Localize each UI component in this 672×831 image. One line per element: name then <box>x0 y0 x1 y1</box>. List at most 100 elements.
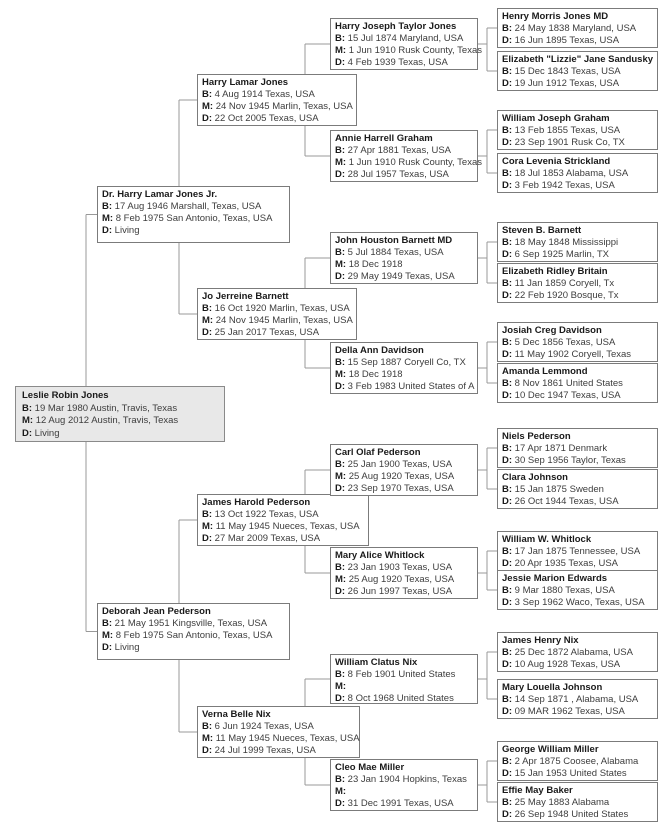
person-box-harry-jr[interactable]: Dr. Harry Lamar Jones Jr.B: 17 Aug 1946 … <box>97 186 290 243</box>
detail-value: 4 Aug 1914 Texas, USA <box>214 89 315 100</box>
detail-label: D: <box>502 290 513 301</box>
detail-value: 24 Nov 1945 Marlin, Texas, USA <box>215 315 353 326</box>
detail-value: 15 Dec 1843 Texas, USA <box>514 66 621 77</box>
detail-value: 23 Jan 1904 Hopkins, Texas <box>347 774 467 785</box>
detail-value: 27 Mar 2009 Texas, USA <box>214 533 321 544</box>
detail-label: B: <box>502 278 513 289</box>
detail-value: 2 Apr 1875 Coosee, Alabama <box>514 756 639 767</box>
person-detail-row: M: 25 Aug 1920 Texas, USA <box>335 574 473 586</box>
detail-label: B: <box>202 303 213 314</box>
person-detail-row: M: 8 Feb 1975 San Antonio, Texas, USA <box>102 630 285 642</box>
detail-value: 12 Aug 2012 Austin, Travis, Texas <box>35 415 179 426</box>
person-detail-row: D: 28 Jul 1957 Texas, USA <box>335 169 473 181</box>
person-detail-row: M: <box>335 786 473 798</box>
detail-label: D: <box>502 558 513 569</box>
person-name: Harry Lamar Jones <box>202 77 289 88</box>
detail-value: 6 Sep 1925 Marlin, TX <box>514 249 610 260</box>
person-name: Verna Belle Nix <box>202 709 271 720</box>
person-name: Della Ann Davidson <box>335 345 424 356</box>
person-name: James Henry Nix <box>502 635 579 646</box>
person-name: Cleo Mae Miller <box>335 762 405 773</box>
detail-value: 15 Jan 1875 Sweden <box>514 484 604 495</box>
detail-value: 30 Sep 1956 Taylor, Texas <box>514 455 626 466</box>
person-detail-row: D: 24 Jul 1999 Texas, USA <box>202 745 355 757</box>
person-detail-row: B: 6 Jun 1924 Texas, USA <box>202 721 355 733</box>
detail-label: M: <box>335 369 347 380</box>
detail-label: B: <box>102 201 113 212</box>
detail-label: D: <box>335 57 346 68</box>
detail-value: 26 Sep 1948 United States <box>514 809 629 820</box>
detail-label: D: <box>335 693 346 704</box>
person-detail-row: B: 25 Jan 1900 Texas, USA <box>335 459 473 471</box>
detail-label: D: <box>502 706 513 717</box>
person-detail-row: B: 15 Dec 1843 Texas, USA <box>502 66 653 78</box>
detail-label: M: <box>102 213 114 224</box>
person-detail-row: M: 18 Dec 1918 <box>335 259 473 271</box>
detail-value: 23 Sep 1970 Texas, USA <box>347 483 454 494</box>
detail-value: 19 Mar 1980 Austin, Travis, Texas <box>34 402 178 414</box>
person-detail-row: B: 25 May 1883 Alabama <box>502 797 653 809</box>
person-name: Elizabeth Ridley Britain <box>502 266 608 277</box>
person-detail-row: D: 22 Oct 2005 Texas, USA <box>202 113 352 125</box>
person-detail-row: B: 16 Oct 1920 Marlin, Texas, USA <box>202 303 352 315</box>
person-name: Jo Jerreine Barnett <box>202 291 289 302</box>
detail-value: 1 Jun 1910 Rusk County, Texas <box>348 157 482 168</box>
detail-label: D: <box>335 169 346 180</box>
person-detail-row: M: 24 Nov 1945 Marlin, Texas, USA <box>202 101 353 113</box>
detail-value: 23 Sep 1901 Rusk Co, TX <box>514 137 625 148</box>
person-detail-row: M: 11 May 1945 Nueces, Texas, USA <box>202 521 364 533</box>
detail-label: D: <box>202 327 213 338</box>
detail-label: D: <box>502 180 513 191</box>
detail-label: D: <box>502 809 513 820</box>
detail-value: 31 Dec 1991 Texas, USA <box>347 798 454 809</box>
person-detail-row: B: 2 Apr 1875 Coosee, Alabama <box>502 756 653 768</box>
person-name: William W. Whitlock <box>502 534 592 545</box>
detail-label: D: <box>502 455 513 466</box>
detail-label: B: <box>502 125 513 136</box>
detail-label: D: <box>502 137 513 148</box>
person-detail-row: B: 27 Apr 1881 Texas, USA <box>335 145 473 157</box>
person-detail-row: M: 18 Dec 1918 <box>335 369 473 381</box>
detail-label: D: <box>502 496 513 507</box>
detail-value: 26 Oct 1944 Texas, USA <box>514 496 619 507</box>
person-detail-row: D: Living <box>102 225 285 237</box>
person-detail-row: D: 25 Jan 2017 Texas, USA <box>202 327 352 339</box>
person-detail-row: B: 14 Sep 1871 , Alabama, USA <box>502 694 653 706</box>
detail-value: 3 Feb 1942 Texas, USA <box>514 180 615 191</box>
detail-value: 25 Jan 1900 Texas, USA <box>347 459 453 470</box>
detail-value: 15 Jul 1874 Maryland, USA <box>347 33 464 44</box>
detail-value: 25 Aug 1920 Texas, USA <box>348 471 455 482</box>
person-name: Elizabeth "Lizzie" Jane Sandusky <box>502 54 654 65</box>
detail-label: B: <box>335 145 346 156</box>
